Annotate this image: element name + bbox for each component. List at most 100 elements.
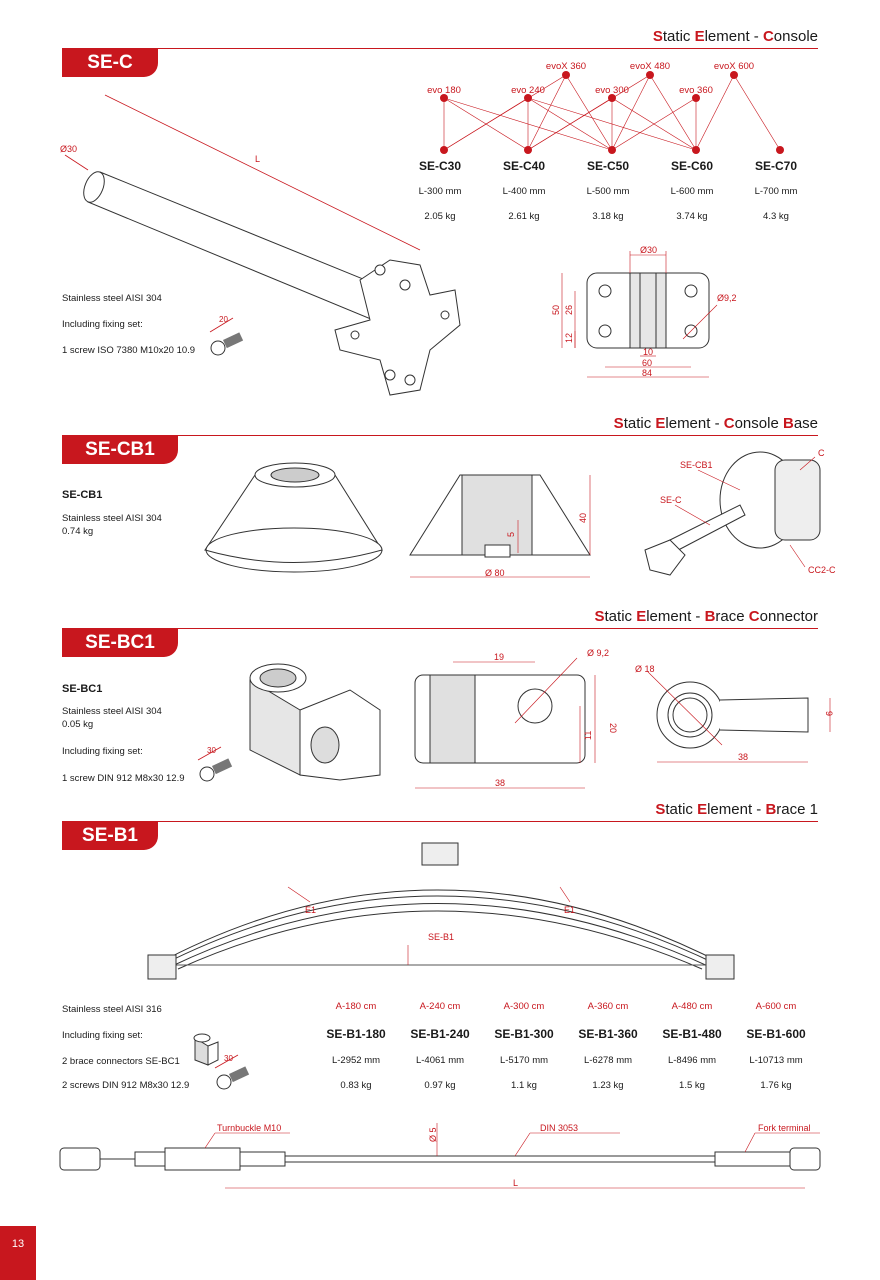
variant-code: SE-C60 (670, 159, 714, 173)
brace-connector-side: 19 Ø 9,2 20 11 38 (414, 648, 618, 789)
console-base-section: 40 5 Ø 80 (409, 474, 591, 578)
plate-dim-10: 10 (643, 347, 653, 357)
b1-code: SE-B1-480 (662, 1027, 722, 1041)
callout-c: C (818, 448, 825, 458)
bc1-screw: 1 screw DIN 912 M8x30 12.9 (62, 773, 185, 784)
cb1-dim-40: 40 (578, 513, 588, 523)
bc1-dim-20: 20 (608, 723, 618, 733)
variant-weight: 3.18 kg (592, 211, 624, 222)
variant-length: L-700 mm (754, 186, 798, 197)
b1-weight: 1.23 kg (592, 1080, 624, 1091)
b1-length: L-5170 mm (499, 1055, 549, 1066)
section-rule (62, 435, 818, 436)
variant-weight: 2.05 kg (424, 211, 456, 222)
model-evo-360: evo 360 (679, 85, 713, 96)
b1-code: SE-B1-240 (410, 1027, 470, 1041)
plate-dim-d92: Ø9,2 (717, 293, 737, 303)
console-base-3d (204, 462, 383, 573)
b1-code: SE-B1-360 (578, 1027, 638, 1041)
variant-code: SE-C40 (502, 159, 546, 173)
cb1-dim-80: Ø 80 (485, 568, 505, 578)
tab-se-c: SE-C (62, 49, 158, 77)
bc1-dim-38: 38 (495, 778, 505, 788)
b1-arc: A-180 cm (335, 1001, 377, 1012)
b1-weight: 1.5 kg (679, 1080, 705, 1091)
plate-dim-50: 50 (551, 305, 561, 315)
model-evox-600: evoX 600 (713, 61, 755, 72)
model-evox-480: evoX 480 (629, 61, 671, 72)
console-fixing: Including fixing set: (62, 319, 143, 330)
plate-dim-12: 12 (564, 333, 574, 343)
b1-arc: A-240 cm (419, 1001, 461, 1012)
callout-se-cb1: SE-CB1 (680, 460, 713, 470)
b1-code: SE-B1-600 (746, 1027, 806, 1041)
section-title-console-base: Static Element - Console Base (613, 415, 818, 432)
model-evo-180: evo 180 (427, 85, 461, 96)
b1-code: SE-B1-300 (494, 1027, 554, 1041)
console-drawing: Ø30 L (60, 94, 461, 396)
mounting-plate-drawing: Ø30 Ø9,2 50 26 12 10 60 84 (551, 245, 737, 378)
console-material: Stainless steel AISI 304 (62, 293, 162, 304)
callout-se-b1: SE-B1 (428, 932, 454, 942)
bc1-fixing: Including fixing set: (62, 746, 143, 757)
screw-icon: 30 (197, 746, 233, 782)
bc1-weight: 0.05 kg (62, 719, 94, 730)
section-title-brace: Static Element - Brace 1 (655, 801, 818, 818)
brace-connector-top: Ø 18 9 38 (635, 664, 834, 763)
b1-weight: 1.1 kg (511, 1080, 537, 1091)
bc1-dim-d18: Ø 18 (635, 664, 655, 674)
cb1-code: SE-CB1 (62, 489, 103, 501)
cb1-dim-5: 5 (506, 532, 516, 537)
b1-length: L-10713 mm (749, 1055, 803, 1066)
variant-weight: 4.3 kg (763, 211, 789, 222)
b1-length: L-4061 mm (415, 1055, 465, 1066)
variant-weight: 2.61 kg (508, 211, 540, 222)
b1-arc: A-300 cm (503, 1001, 545, 1012)
b1-screw-dim: 30 (224, 1054, 233, 1063)
b1-arc: A-480 cm (671, 1001, 713, 1012)
model-evo-300: evo 300 (595, 85, 629, 96)
tension-rod-drawing: Turnbuckle M10 Ø 5 DIN 3053 Fork termina… (59, 1123, 821, 1189)
rod-din: DIN 3053 (540, 1123, 578, 1133)
model-evox-360: evoX 360 (545, 61, 587, 72)
callout-e1-right: E1 (564, 905, 575, 915)
cb1-material: Stainless steel AISI 304 (62, 513, 162, 524)
cb1-weight: 0.74 kg (62, 526, 94, 537)
brace-connector-icon (193, 1033, 219, 1066)
rod-d5: Ø 5 (428, 1127, 438, 1142)
variant-length: L-600 mm (670, 186, 714, 197)
b1-arc: A-600 cm (755, 1001, 797, 1012)
brace-connector-3d (249, 663, 381, 781)
b1-weight: 1.76 kg (760, 1080, 792, 1091)
bc1-code: SE-BC1 (62, 683, 103, 695)
tab-se-cb1: SE-CB1 (62, 436, 178, 464)
rod-fork: Fork terminal (758, 1123, 811, 1133)
bc1-material: Stainless steel AISI 304 (62, 706, 162, 717)
plate-dim-26: 26 (564, 305, 574, 315)
console-screw: 1 screw ISO 7380 M10x20 10.9 (62, 345, 196, 356)
b1-connectors: 2 brace connectors SE-BC1 (62, 1056, 180, 1067)
callout-se-c: SE-C (660, 495, 682, 505)
length-label: L (255, 154, 260, 164)
variant-compatibility-map (440, 71, 784, 154)
variant-code: SE-C30 (418, 159, 462, 173)
page-number: 13 (0, 1226, 36, 1280)
variant-length: L-300 mm (418, 186, 462, 197)
b1-code: SE-B1-180 (326, 1027, 386, 1041)
variant-length: L-500 mm (586, 186, 630, 197)
tab-se-b1: SE-B1 (62, 822, 158, 850)
variant-length: L-400 mm (502, 186, 546, 197)
b1-screws: 2 screws DIN 912 M8x30 12.9 (62, 1080, 190, 1091)
bc1-screw-dim: 30 (207, 746, 216, 755)
b1-fixing: Including fixing set: (62, 1030, 143, 1041)
callout-e1-left: E1 (305, 905, 316, 915)
model-evo-240: evo 240 (511, 85, 545, 96)
brace-arc-drawing: E1 E1 SE-B1 (147, 842, 735, 980)
rod-turnbuckle: Turnbuckle M10 (217, 1123, 281, 1133)
b1-weight: 0.83 kg (340, 1080, 372, 1091)
plate-dim-60: 60 (642, 358, 652, 368)
section-title-console: Static Element - Console (652, 28, 818, 45)
section-rule (62, 821, 818, 822)
b1-arc: A-360 cm (587, 1001, 629, 1012)
b1-weight: 0.97 kg (424, 1080, 456, 1091)
